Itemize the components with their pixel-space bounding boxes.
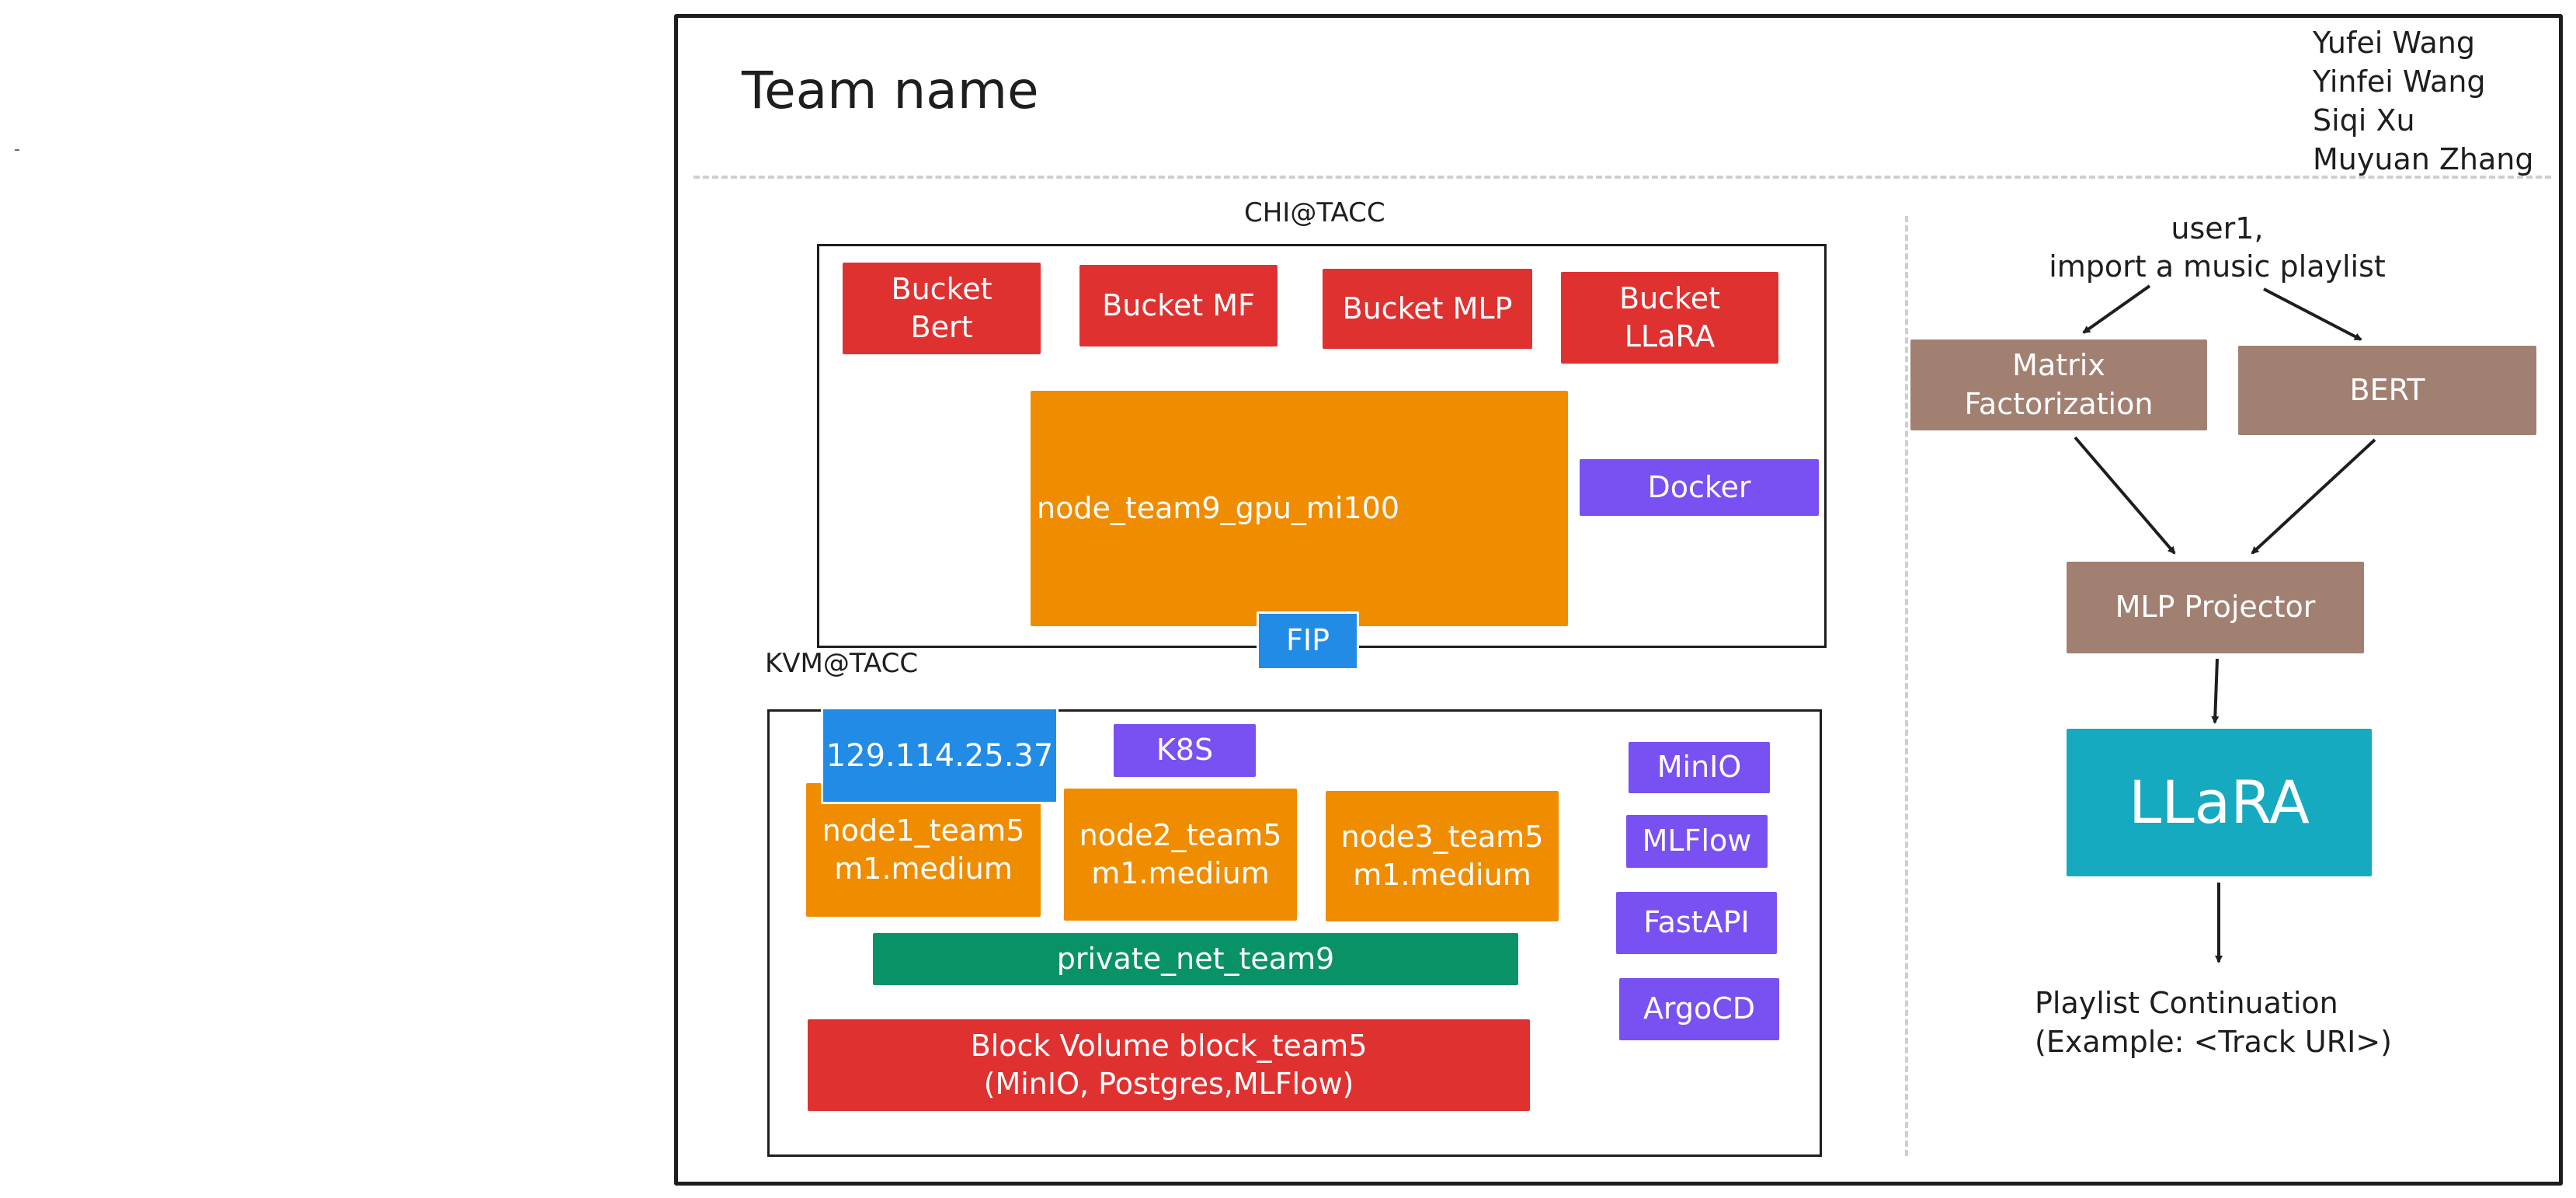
block-volume-box: Block Volume block_team5 (MinIO, Postgre… [808, 1019, 1530, 1111]
bucket-mf: Bucket MF [1079, 265, 1278, 347]
bucket-bert: Bucket Bert [843, 263, 1041, 354]
private-network-bar: private_net_team9 [873, 933, 1518, 985]
node2-box: node2_team5 m1.medium [1064, 789, 1297, 921]
bucket-mlp: Bucket MLP [1323, 269, 1532, 349]
matrix-factorization-box: Matrix Factorization [1910, 340, 2207, 430]
llara-box: LLaRA [2067, 729, 2372, 876]
minio-box: MinIO [1629, 742, 1770, 793]
k8s-box: K8S [1114, 724, 1256, 777]
docker-box: Docker [1580, 459, 1819, 516]
node1-box: node1_team5 m1.medium [806, 783, 1041, 917]
team-members: Yufei Wang Yinfei Wang Siqi Xu Muyuan Zh… [2313, 26, 2534, 177]
header-divider [694, 176, 2551, 179]
ip-address-box: 129.114.25.37 [821, 707, 1059, 804]
fip-box: FIP [1257, 611, 1359, 670]
outer-frame [674, 14, 2563, 1186]
kvm-label: KVM@TACC [765, 648, 919, 679]
gpu-node: node_team9_gpu_mi100 [1031, 391, 1568, 626]
chi-label: CHI@TACC [1244, 197, 1385, 228]
kvm-frame [767, 709, 1822, 1157]
user-input-text: user1, import a music playlist [2049, 211, 2386, 284]
mlflow-box: MLFlow [1626, 815, 1768, 868]
argocd-box: ArgoCD [1619, 978, 1779, 1040]
page-title: Team name [742, 61, 1039, 120]
fastapi-box: FastAPI [1616, 892, 1777, 954]
bucket-llara: Bucket LLaRA [1561, 272, 1778, 364]
section-divider [1905, 216, 1908, 1156]
stray-mark: - [14, 140, 20, 159]
node3-box: node3_team5 m1.medium [1326, 791, 1559, 921]
output-text: Playlist Continuation (Example: <Track U… [2035, 986, 2393, 1060]
mlp-projector-box: MLP Projector [2067, 562, 2364, 653]
bert-box: BERT [2238, 346, 2536, 435]
